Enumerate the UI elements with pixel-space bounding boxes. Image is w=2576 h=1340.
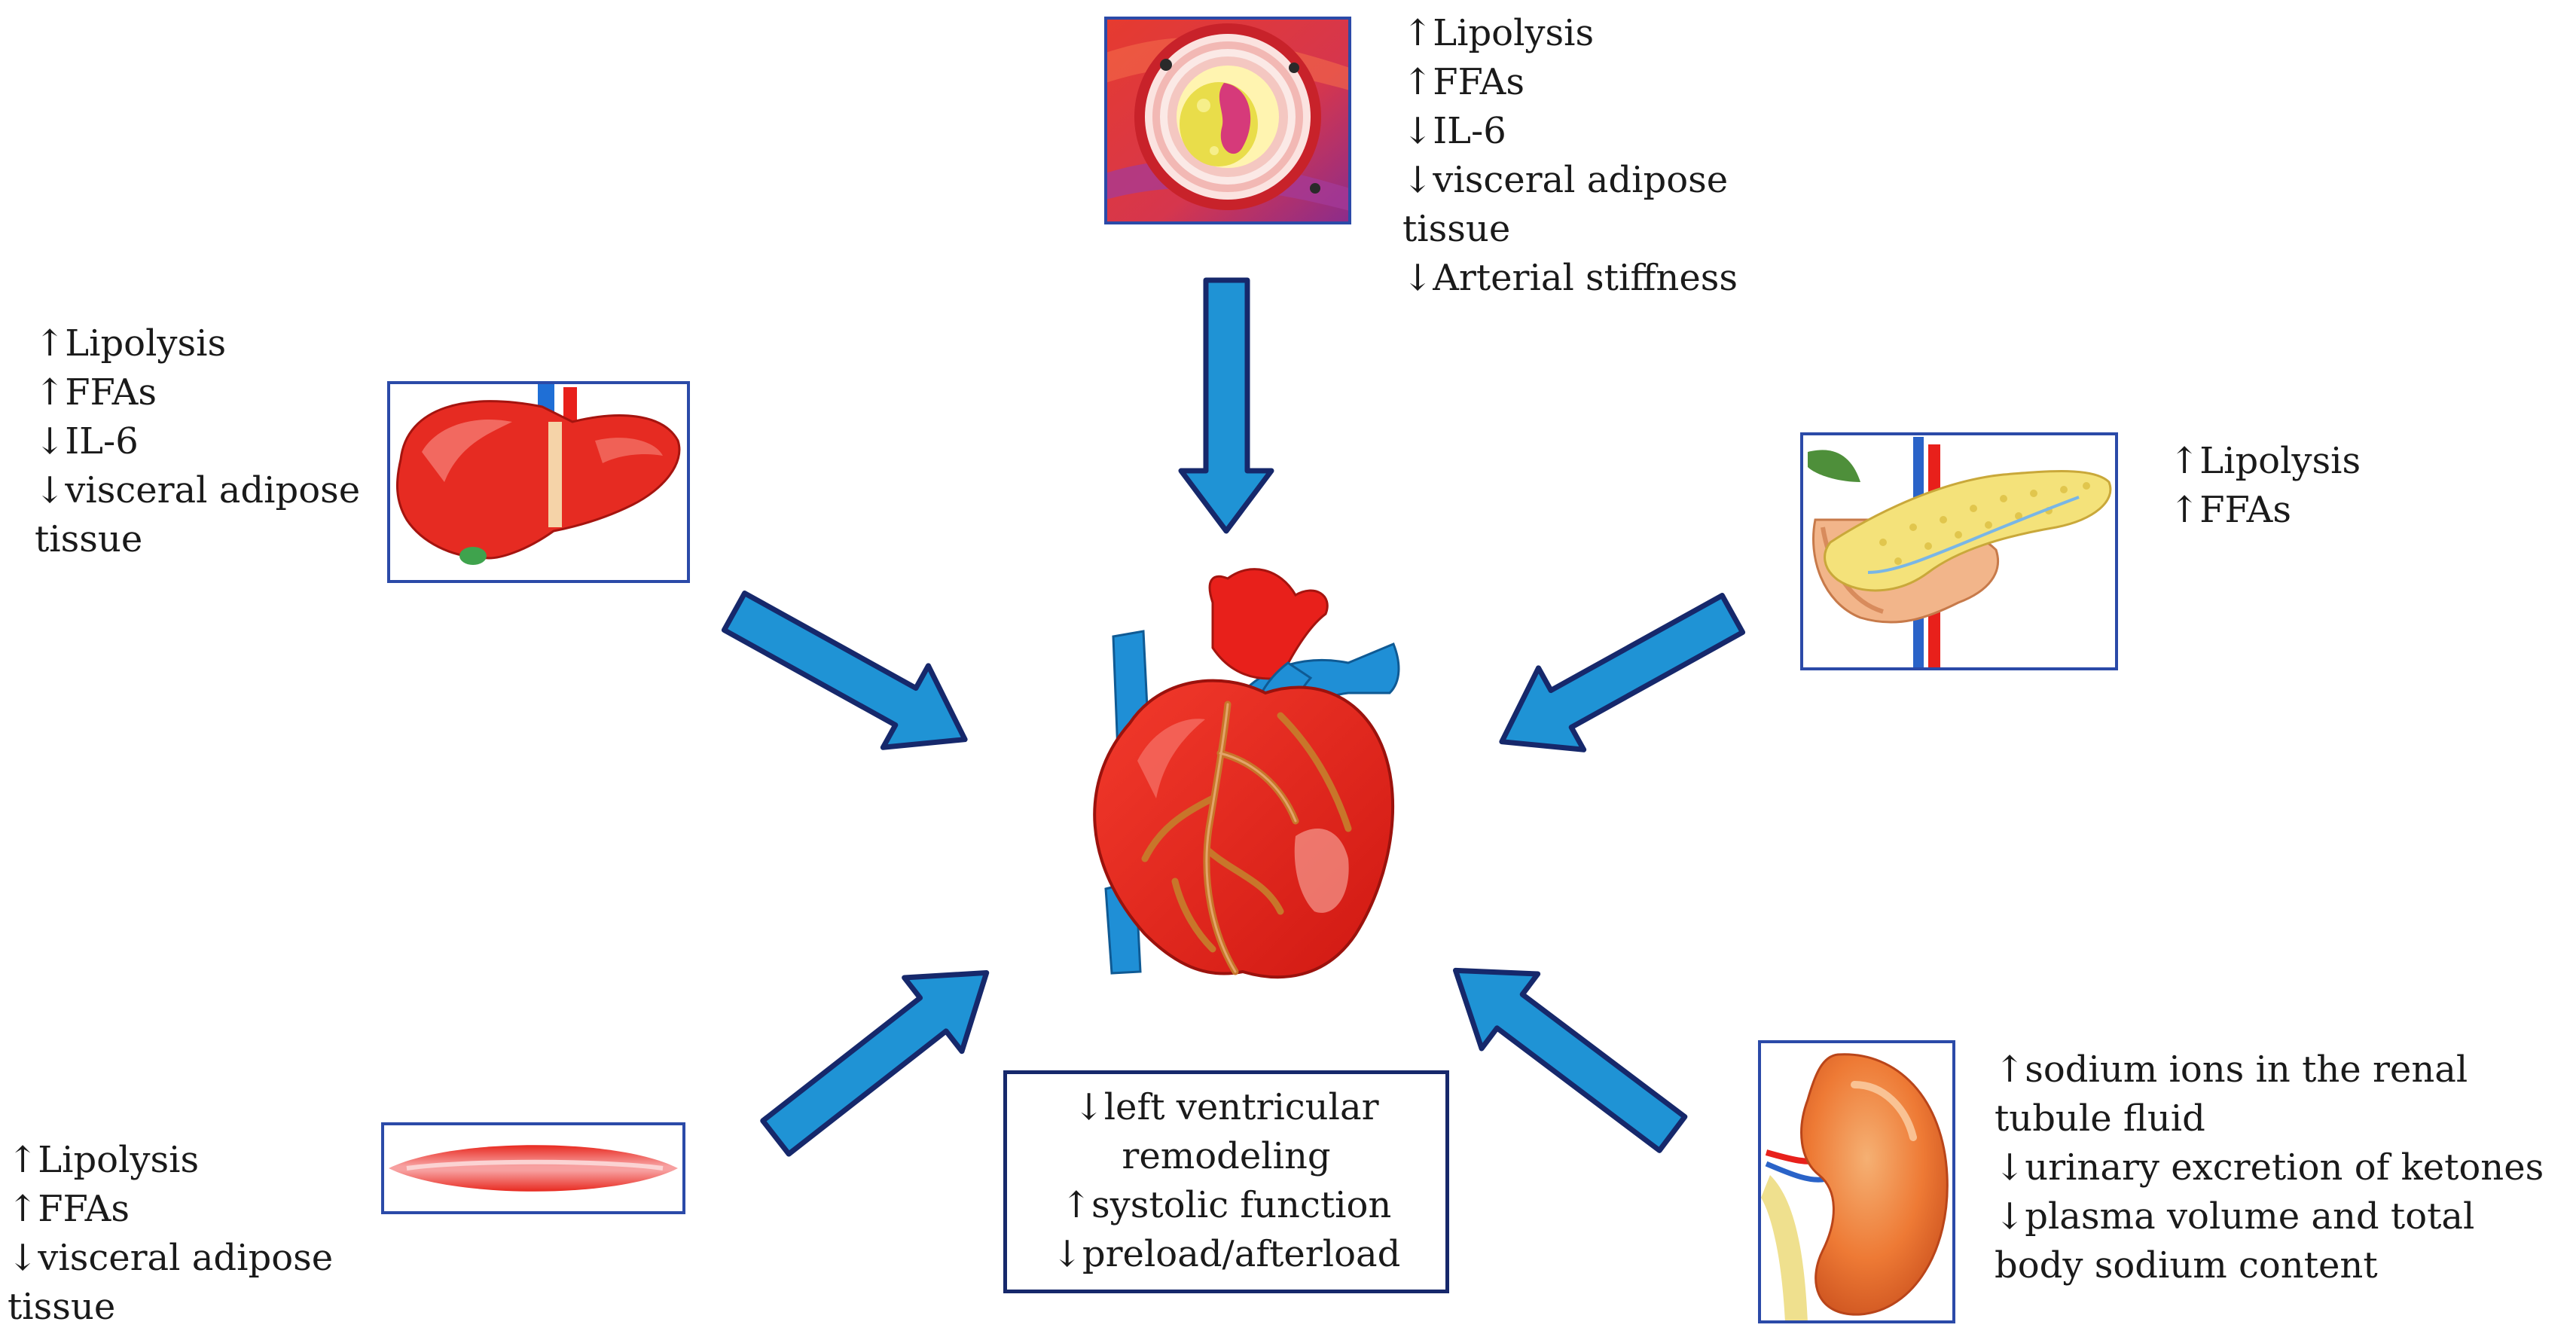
pancreas-effect-1: ↑Lipolysis	[2169, 440, 2361, 482]
muscle-effect-3: ↓visceral adipose	[8, 1237, 334, 1279]
liver-effect-5: tissue	[35, 518, 143, 560]
arrow-kidney-to-heart	[1452, 967, 1688, 1153]
artery-effect-4: ↓visceral adipose	[1402, 159, 1729, 201]
kidney-image	[1758, 1040, 1955, 1323]
heart-effects-box: ↓left ventricular remodeling ↑systolic f…	[1003, 1070, 1449, 1293]
pancreas-effects-list: ↑Lipolysis ↑FFAs	[2169, 437, 2361, 535]
liver-effect-2: ↑FFAs	[35, 371, 157, 414]
heart-effect-4: ↓preload/afterload	[1051, 1233, 1401, 1275]
liver-effect-4: ↓visceral adipose	[35, 469, 361, 511]
artery-cross-section-image	[1104, 17, 1351, 224]
kidney-effect-5: body sodium content	[1995, 1244, 2378, 1287]
liver-effect-3: ↓IL-6	[35, 420, 139, 462]
muscle-image	[381, 1122, 685, 1214]
liver-effect-1: ↑Lipolysis	[35, 322, 227, 365]
artery-effect-6: ↓Arterial stiffness	[1402, 257, 1738, 299]
kidney-effect-1: ↑sodium ions in the renal	[1995, 1048, 2468, 1091]
artery-effect-2: ↑FFAs	[1402, 61, 1525, 103]
muscle-effect-1: ↑Lipolysis	[8, 1139, 200, 1181]
kidney-effect-3: ↓urinary excretion of ketones	[1995, 1146, 2544, 1189]
arrow-artery-to-heart	[1178, 277, 1274, 534]
liver-image	[387, 381, 690, 583]
arrow-liver-to-heart	[721, 591, 968, 750]
liver-effects-list: ↑Lipolysis ↑FFAs ↓IL-6 ↓visceral adipose…	[35, 319, 360, 564]
artery-effects-list: ↑Lipolysis ↑FFAs ↓IL-6 ↓visceral adipose…	[1402, 9, 1738, 303]
muscle-effects-list: ↑Lipolysis ↑FFAs ↓visceral adipose tissu…	[8, 1136, 333, 1332]
pancreas-effect-2: ↑FFAs	[2169, 489, 2291, 531]
heart-effect-3: ↑systolic function	[1061, 1184, 1392, 1226]
kidney-effects-list: ↑sodium ions in the renal tubule fluid ↓…	[1995, 1045, 2544, 1290]
heart-effect-1: ↓left ventricular	[1073, 1086, 1379, 1128]
artery-effect-3: ↓IL-6	[1402, 110, 1506, 152]
artery-effect-5: tissue	[1402, 208, 1511, 250]
pancreas-image	[1800, 432, 2118, 670]
arrow-muscle-to-heart	[760, 969, 990, 1157]
heart-effect-2: remodeling	[1122, 1135, 1331, 1177]
artery-effect-1: ↑Lipolysis	[1402, 12, 1595, 54]
muscle-effect-4: tissue	[8, 1286, 116, 1328]
arrow-pancreas-to-heart	[1499, 593, 1746, 752]
muscle-effect-2: ↑FFAs	[8, 1188, 130, 1230]
heart-image	[1093, 568, 1400, 979]
kidney-effect-4: ↓plasma volume and total	[1995, 1195, 2475, 1238]
kidney-effect-2: tubule fluid	[1995, 1097, 2205, 1140]
